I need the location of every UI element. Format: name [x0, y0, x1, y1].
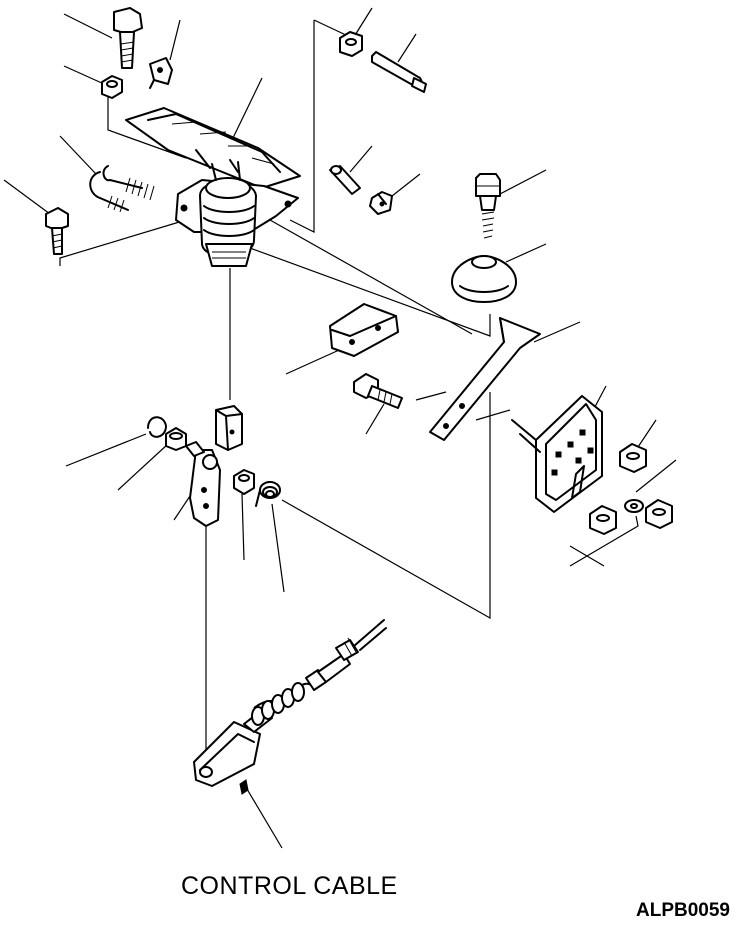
hex-nut-top [101, 75, 123, 99]
small-nut-lever [233, 469, 255, 495]
hex-nut-right-top [619, 443, 647, 473]
pin-upper-right [371, 51, 427, 93]
washer-right [624, 499, 644, 513]
rubber-boot [451, 255, 517, 303]
pin-small [185, 441, 205, 457]
spring-clip-top [149, 57, 173, 89]
spring-clip-middle [369, 191, 393, 215]
long-support-bracket [429, 317, 541, 441]
control-cable-assembly [193, 619, 387, 795]
snap-ring [147, 416, 167, 438]
figure-code: ALPB0059 [636, 900, 730, 921]
hex-bolt-top [113, 7, 143, 69]
u-bolt [89, 165, 155, 213]
nut-upper-right [339, 31, 363, 57]
hex-bolt-center [353, 373, 403, 409]
control-knob [475, 173, 501, 239]
lever-housing-boot [175, 161, 299, 267]
control-pedal-plate [125, 107, 301, 189]
pin-middle [329, 165, 361, 195]
lever-arm [189, 449, 221, 527]
bushing [165, 427, 187, 451]
hex-nut-right-bottom [645, 499, 673, 529]
mounting-plate [511, 395, 603, 513]
coil-spring [255, 481, 281, 507]
control-cable-caption: CONTROL CABLE [181, 872, 398, 900]
angle-bracket-center [329, 303, 399, 357]
hex-nut-right-middle [589, 505, 617, 535]
clevis-joint [215, 405, 243, 451]
hex-bolt-left [45, 207, 69, 255]
